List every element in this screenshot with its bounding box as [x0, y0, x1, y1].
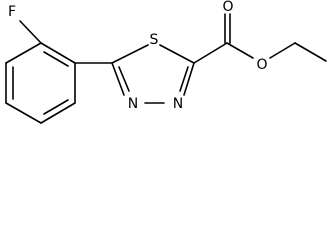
bond-c2-n3 [183, 62, 195, 96]
benzene-ring [5, 42, 76, 124]
bond-c-f [19, 20, 42, 44]
ester-oxygen-label: O [256, 57, 267, 73]
molecule-structure: F S N N O O [5, 0, 327, 124]
bond-ring-inner-2 [43, 99, 69, 115]
carbonyl-oxygen-label: O [222, 0, 233, 15]
bond-c5-s [111, 44, 149, 64]
nitrogen-label-right: N [173, 96, 183, 112]
bond-ester-oxygen-ch2 [269, 42, 296, 59]
thiadiazole-ring [111, 44, 195, 104]
bond-ring-c3-c4 [40, 102, 76, 124]
bond-n4-c5 [111, 62, 125, 96]
bond-c2-n3-inner [179, 66, 189, 92]
nitrogen-label-left: N [128, 96, 138, 112]
bond-ring-carbonyl-carbon [193, 42, 228, 64]
bond-ring-c6-c1 [5, 42, 42, 64]
bond-ch2-ch3 [294, 42, 327, 62]
bond-carbonyl-ester-oxygen [226, 42, 254, 59]
fluorine-label: F [8, 4, 16, 20]
bond-n4-c5-inner [118, 66, 130, 92]
bond-ring-c4-c5 [5, 102, 42, 124]
bond-ring-inner-1 [43, 51, 69, 67]
sulfur-label: S [150, 32, 159, 48]
ester-group [193, 13, 327, 64]
bond-s-c2 [159, 44, 195, 64]
bond-ring-c1-c2 [40, 42, 76, 64]
